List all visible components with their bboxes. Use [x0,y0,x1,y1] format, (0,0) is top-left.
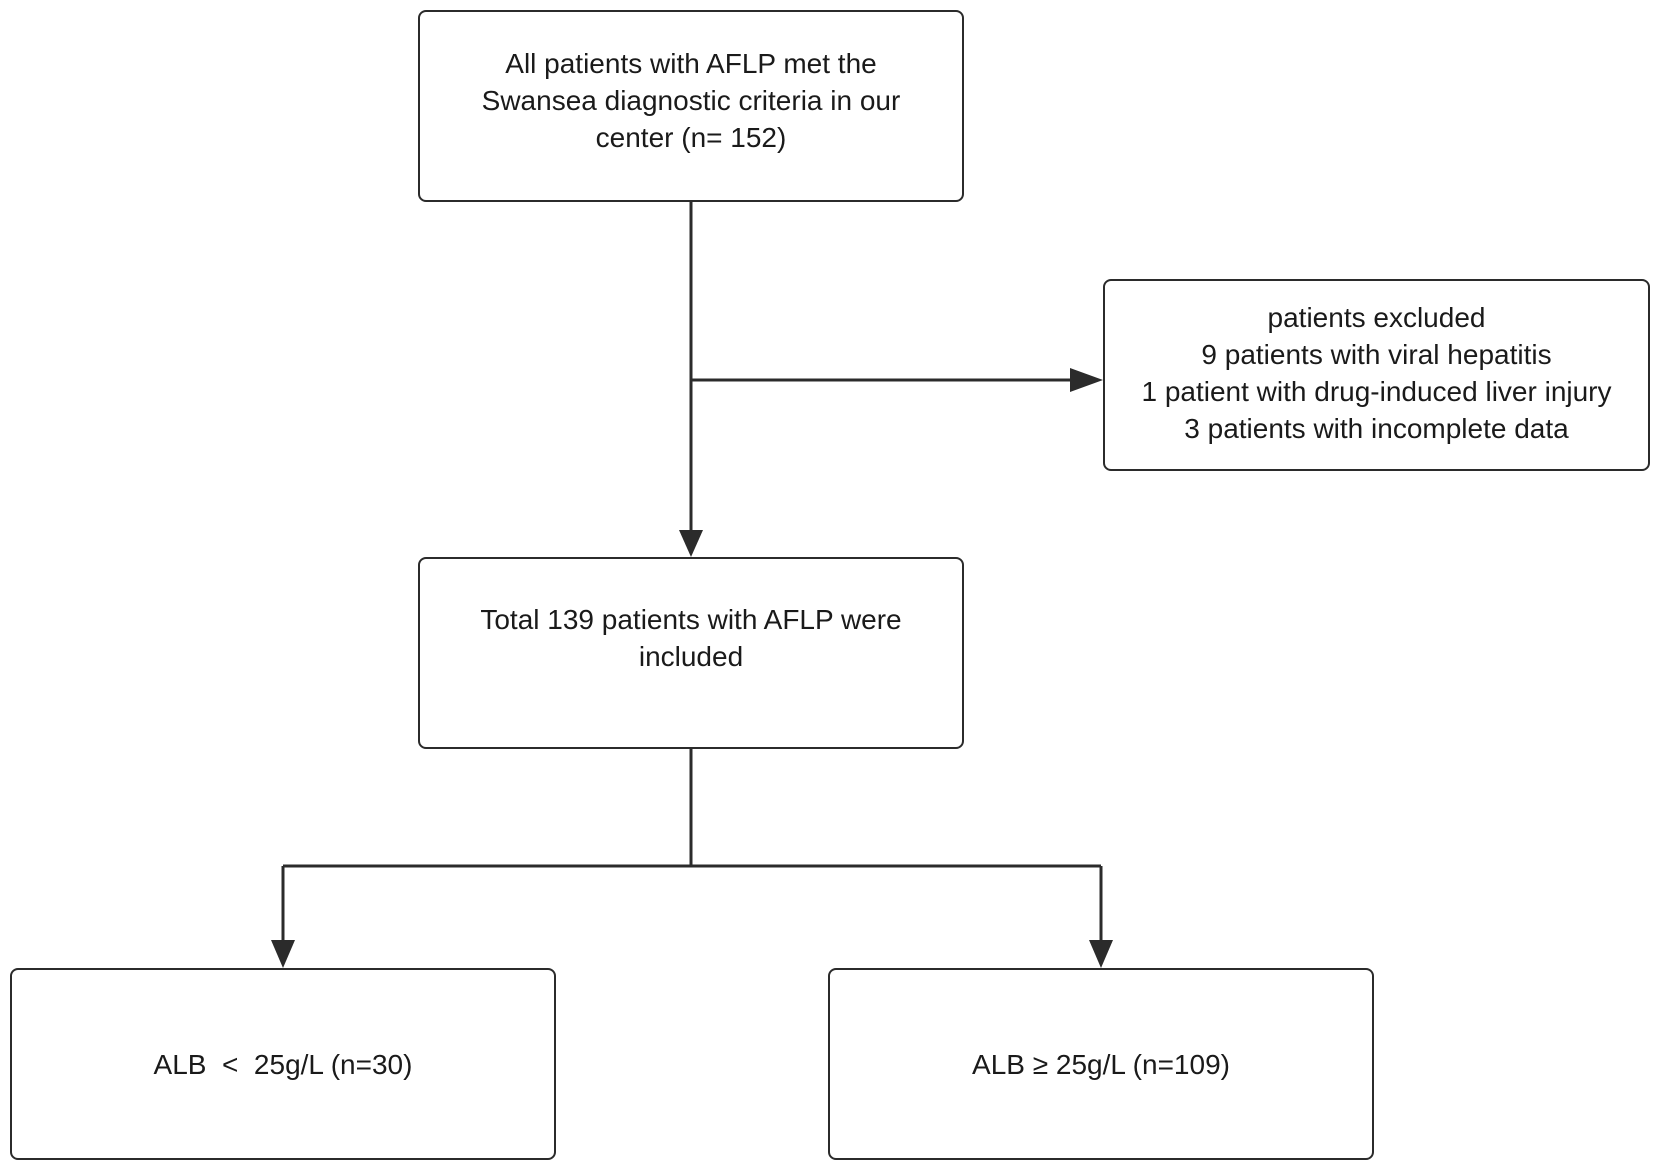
included-text: Total 139 patients with AFLP were includ… [480,604,902,672]
excluded-item-viral-hepatitis: 9 patients with viral hepatitis [1201,339,1552,370]
high-albumin-group-text: ALB ≥ 25g/L (n=109) [972,1048,1230,1080]
excluded-text: patients excluded 9 patients with viral … [1141,299,1611,447]
start-text: All patients with AFLP met the Swansea d… [481,47,901,153]
excluded-item-incomplete-data: 3 patients with incomplete data [1184,413,1569,444]
start-box: All patients with AFLP met the Swansea d… [418,10,964,202]
arrow-to-included [679,530,703,557]
excluded-box: patients excluded 9 patients with viral … [1103,279,1650,471]
arrow-to-high-group [1089,940,1113,968]
included-box: Total 139 patients with AFLP were includ… [418,557,964,749]
arrow-to-low-group [271,940,295,968]
low-albumin-group-text: ALB < 25g/L (n=30) [153,1048,413,1080]
high-albumin-group-box: ALB ≥ 25g/L (n=109) [828,968,1374,1160]
excluded-heading: patients excluded [1267,302,1486,333]
arrow-to-excluded [1070,368,1103,392]
low-albumin-group-box: ALB < 25g/L (n=30) [10,968,556,1160]
excluded-item-drug-induced: 1 patient with drug-induced liver injury [1141,376,1612,407]
